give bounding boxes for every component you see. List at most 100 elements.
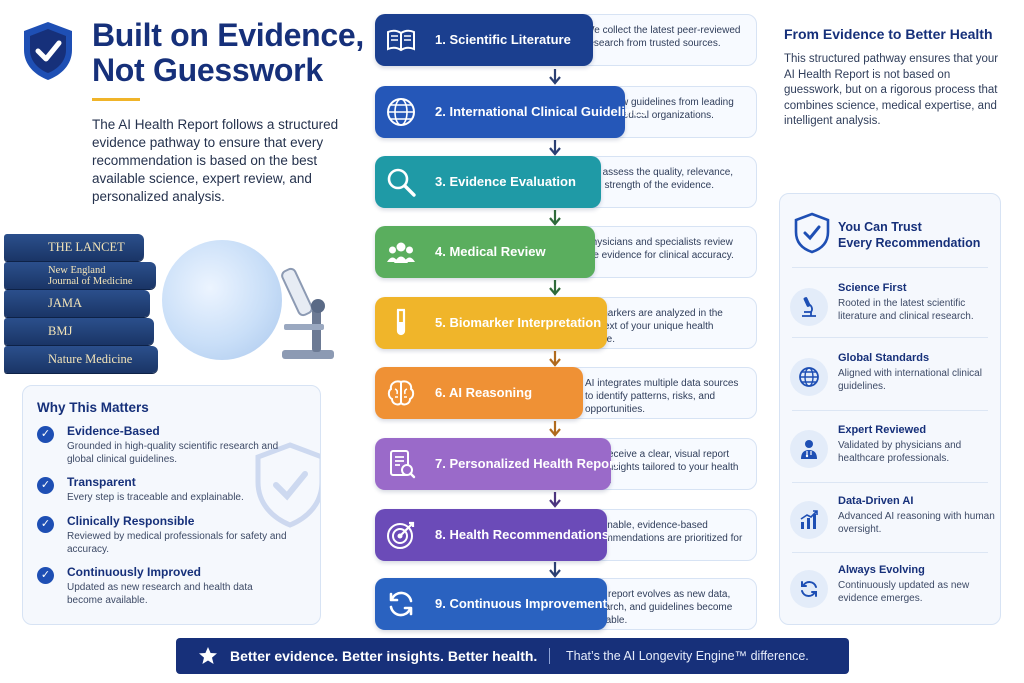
step-pill: 6. AI Reasoning — [375, 367, 583, 419]
hero-description: The AI Health Report follows a structure… — [92, 117, 339, 204]
footer-divider — [549, 648, 550, 664]
step-clinical-guidelines: We follow guidelines from leading global… — [375, 86, 757, 138]
step-label: 8. Health Recommendations — [435, 527, 610, 542]
journal-book: Nature Medicine — [4, 346, 158, 373]
why-item-text: Updated as new research and health data … — [67, 582, 253, 606]
step-pill: 3. Evidence Evaluation — [375, 156, 601, 208]
why-item-text: Every step is traceable and explainable. — [67, 492, 244, 503]
refresh-icon — [801, 581, 817, 597]
brain-icon — [387, 380, 415, 406]
step-biomarker-interpretation: Biomarkers are analyzed in the context o… — [375, 297, 757, 349]
globe-graphic — [162, 240, 282, 360]
trust-heading: You Can Trust Every Recommendation — [838, 220, 981, 250]
step-description: We collect the latest peer-reviewed rese… — [562, 14, 757, 66]
globe-icon — [387, 98, 415, 126]
title-line-2: Not Guesswork — [92, 52, 323, 88]
refresh-icon — [389, 591, 413, 617]
step-medical-review: Physicians and specialists review the ev… — [375, 226, 757, 278]
step-ai-reasoning: AI integrates multiple data sources to i… — [375, 367, 757, 419]
why-item-text: Grounded in high-quality scientific rese… — [67, 441, 279, 465]
arrow-down-icon — [549, 421, 561, 437]
microscope-icon — [802, 297, 816, 317]
shield-check-icon — [24, 22, 72, 80]
divider — [792, 482, 988, 483]
step-pill: 9. Continuous Improvement — [375, 578, 607, 630]
check-icon: ✓ — [37, 567, 54, 584]
divider — [792, 410, 988, 411]
test-tube-icon — [396, 308, 406, 336]
feature-always-evolving: Always Evolving Continuously updated as … — [790, 564, 995, 619]
divider — [792, 552, 988, 553]
feature-science-first: Science First Rooted in the latest scien… — [790, 282, 995, 337]
divider — [792, 267, 988, 268]
target-icon — [387, 521, 415, 549]
why-title: Why This Matters — [37, 400, 149, 415]
step-label: 5. Biomarker Interpretation — [435, 315, 602, 330]
step-health-recommendations: Actionable, evidence-based recommendatio… — [375, 509, 757, 561]
step-pill: 7. Personalized Health Report — [375, 438, 619, 490]
footer-subtext: That’s the AI Longevity Engine™ differen… — [566, 649, 809, 663]
step-label: 3. Evidence Evaluation — [435, 174, 576, 189]
arrow-down-icon — [549, 69, 561, 85]
doctor-icon — [801, 440, 817, 459]
check-icon: ✓ — [37, 426, 54, 443]
feature-data-driven-ai: Data-Driven AI Advanced AI reasoning wit… — [790, 495, 995, 550]
step-label: 6. AI Reasoning — [435, 385, 533, 400]
journal-book: JAMA — [4, 290, 150, 317]
step-label: 1. Scientific Literature — [435, 32, 571, 47]
why-this-matters-card: Why This Matters ✓ Evidence-Based Ground… — [22, 385, 321, 625]
step-pill: 5. Biomarker Interpretation — [375, 297, 607, 349]
page-title: Built on Evidence, Not Guesswork — [92, 18, 392, 88]
microscope-icon — [281, 267, 334, 359]
why-item-heading: Continuously Improved — [67, 565, 202, 579]
team-icon — [387, 242, 415, 263]
check-icon: ✓ — [37, 477, 54, 494]
trust-card: You Can Trust Every Recommendation Scien… — [779, 193, 1001, 625]
footer-tagline: Better evidence. Better insights. Better… — [230, 648, 538, 664]
arrow-down-icon — [549, 351, 561, 367]
bar-chart-icon — [800, 510, 818, 529]
arrow-down-icon — [549, 210, 561, 226]
step-description: AI integrates multiple data sources to i… — [562, 367, 757, 419]
check-icon: ✓ — [37, 516, 54, 533]
journal-book: THE LANCET — [4, 234, 144, 261]
step-evidence-evaluation: We assess the quality, relevance, and st… — [375, 156, 757, 208]
step-pill: 1. Scientific Literature — [375, 14, 593, 66]
title-line-1: Built on Evidence, — [92, 17, 364, 53]
shield-watermark-icon — [255, 442, 320, 528]
step-continuous-improvement: Your report evolves as new data, researc… — [375, 578, 757, 630]
step-scientific-literature: We collect the latest peer-reviewed rese… — [375, 14, 757, 66]
step-label: 9. Continuous Improvement — [435, 596, 607, 611]
feature-global-standards: Global Standards Aligned with internatio… — [790, 352, 995, 407]
step-label: 4. Medical Review — [435, 244, 546, 259]
report-icon — [390, 450, 416, 479]
arrow-down-icon — [549, 492, 561, 508]
shield-check-icon — [794, 212, 830, 254]
right-title: From Evidence to Better Health — [784, 26, 993, 42]
magnifier-icon — [387, 168, 416, 197]
why-item-heading: Evidence-Based — [67, 424, 160, 438]
globe-icon — [799, 367, 819, 387]
arrow-down-icon — [549, 140, 561, 156]
feature-expert-reviewed: Expert Reviewed Validated by physicians … — [790, 424, 995, 479]
step-pill: 2. International Clinical Guidelines — [375, 86, 647, 138]
title-underline — [92, 98, 140, 101]
step-pill: 4. Medical Review — [375, 226, 595, 278]
why-item-heading: Clinically Responsible — [67, 514, 195, 528]
footer-banner: Better evidence. Better insights. Better… — [176, 638, 849, 674]
step-label: 7. Personalized Health Report — [435, 456, 619, 471]
star-icon — [199, 647, 217, 664]
arrow-down-icon — [549, 280, 561, 296]
journal-book: BMJ — [4, 318, 154, 345]
divider — [792, 337, 988, 338]
book-icon — [387, 29, 415, 52]
why-item-text: Reviewed by medical professionals for sa… — [67, 531, 287, 555]
step-personalized-report: You receive a clear, visual report with … — [375, 438, 757, 490]
right-description: This structured pathway ensures that you… — [784, 53, 999, 127]
why-item-heading: Transparent — [67, 475, 136, 489]
arrow-down-icon — [549, 562, 561, 578]
step-label: 2. International Clinical Guidelines — [435, 104, 648, 119]
step-pill: 8. Health Recommendations — [375, 509, 610, 561]
